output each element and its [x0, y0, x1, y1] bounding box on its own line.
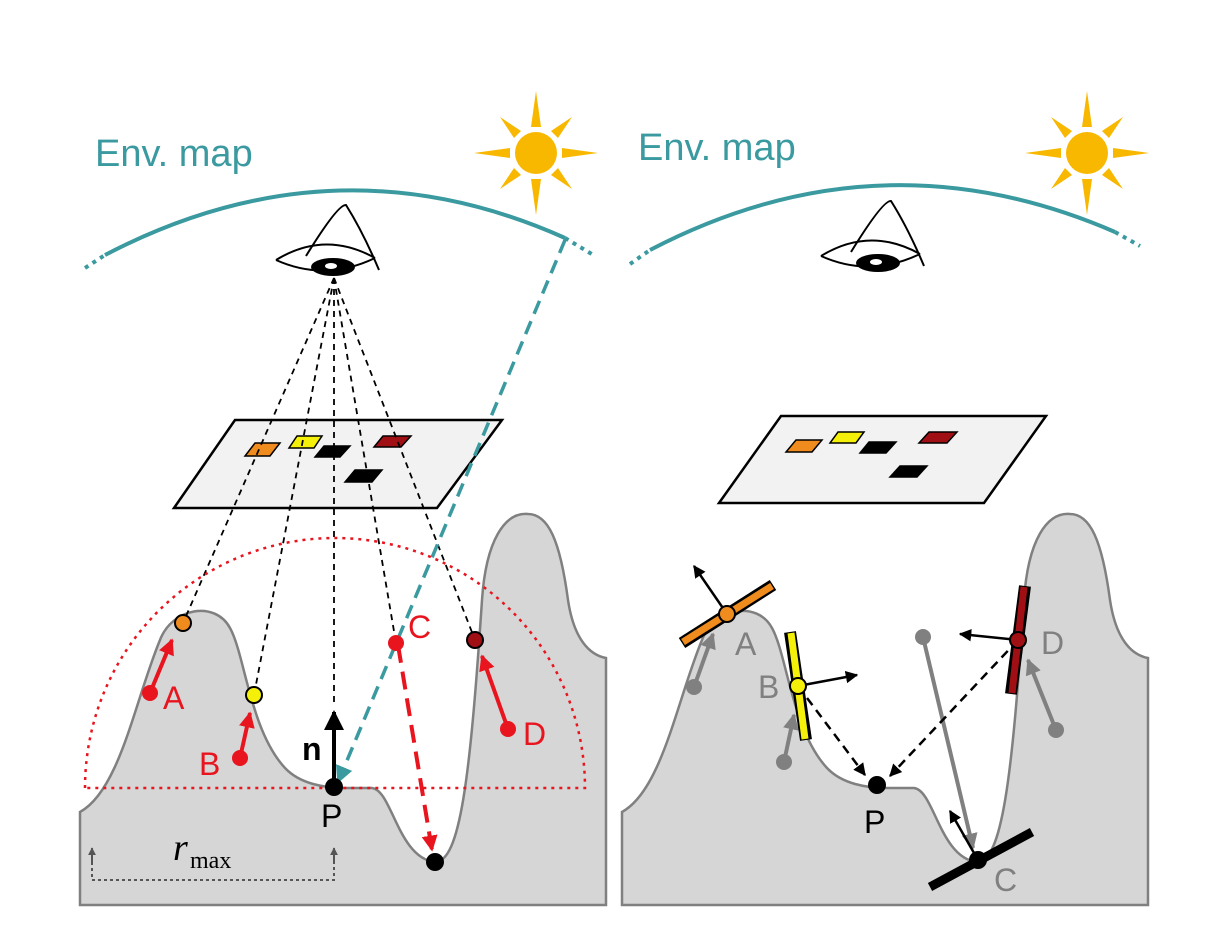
eye-icon [820, 200, 925, 272]
left-label-p: P [321, 798, 342, 834]
left-env-map-label: Env. map [95, 133, 253, 175]
eye-icon [275, 204, 380, 276]
right-panel: Env. map [620, 91, 1150, 907]
right-label-c: C [994, 862, 1017, 898]
right-transfer-arrows [797, 639, 1019, 777]
left-view-rays [182, 277, 476, 705]
left-terrain [78, 512, 608, 907]
right-label-p: P [864, 804, 885, 840]
rmax-symbol: r [173, 827, 188, 869]
right-points [686, 605, 1064, 869]
left-env-arc [83, 188, 597, 270]
left-label-b: B [199, 746, 220, 782]
left-env-ray [336, 239, 567, 784]
left-label-a: A [163, 680, 185, 716]
right-image-plane [716, 414, 1049, 505]
left-image-plane [171, 418, 505, 510]
left-points [142, 614, 516, 871]
right-label-a: A [735, 626, 757, 662]
rmax-subscript: max [190, 848, 231, 874]
right-env-map-label: Env. map [638, 127, 796, 169]
sun-icon [474, 91, 598, 215]
right-gray-arrows [692, 632, 1058, 850]
left-label-c: C [408, 609, 431, 645]
left-hemisphere [83, 536, 587, 790]
left-label-d: D [523, 716, 546, 752]
right-label-d: D [1041, 625, 1064, 661]
right-env-arc [628, 183, 1141, 266]
right-label-b: B [758, 669, 779, 705]
right-normals [692, 564, 1019, 861]
normal-label: n [302, 731, 322, 767]
right-terrain [620, 512, 1150, 907]
left-panel: Env. map [78, 91, 608, 907]
sun-icon [1025, 91, 1149, 215]
rmax-indicator: r max [88, 827, 338, 881]
